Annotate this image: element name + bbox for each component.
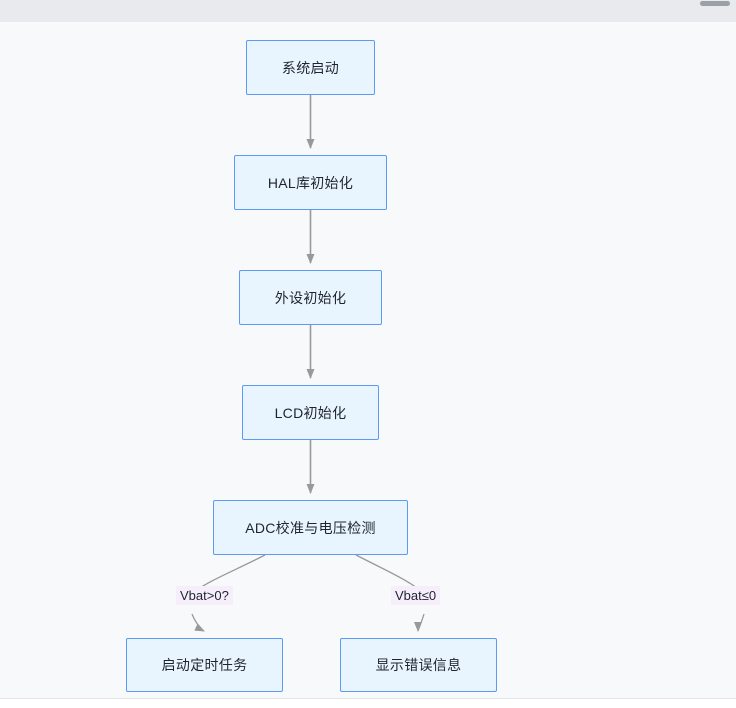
window-top-band (0, 0, 736, 22)
edge-adc-to-error-tail (414, 613, 425, 632)
flowchart-diagram: 系统启动 HAL库初始化 外设初始化 LCD初始化 ADC校准与电压检测 启动定… (0, 22, 736, 698)
edge-label-text: Vbat>0? (180, 588, 229, 603)
node-label: 系统启动 (281, 59, 340, 76)
node-lcd-init[interactable]: LCD初始化 (242, 385, 379, 440)
node-label: ADC校准与电压检测 (245, 519, 376, 536)
node-label: 启动定时任务 (161, 657, 248, 673)
edge-adc-to-timer-tail (191, 613, 205, 632)
edge-label-vbat-nonpositive: Vbat≤0 (391, 586, 441, 605)
edge-label-vbat-positive: Vbat>0? (176, 586, 233, 605)
node-label: 外设初始化 (274, 289, 347, 306)
vertical-scroll-thumb[interactable] (700, 1, 730, 6)
node-hal-init[interactable]: HAL库初始化 (234, 155, 387, 210)
node-label: HAL库初始化 (267, 174, 354, 191)
node-peripheral-init[interactable]: 外设初始化 (239, 270, 382, 325)
flowchart-edges (191, 95, 425, 632)
diagram-canvas[interactable]: 系统启动 HAL库初始化 外设初始化 LCD初始化 ADC校准与电压检测 启动定… (0, 22, 736, 699)
node-start[interactable]: 系统启动 (246, 40, 375, 95)
node-label: 显示错误信息 (375, 657, 462, 673)
node-label: LCD初始化 (274, 404, 347, 421)
node-start-timer-task[interactable]: 启动定时任务 (126, 638, 283, 692)
node-adc-calibration[interactable]: ADC校准与电压检测 (213, 500, 408, 555)
node-show-error[interactable]: 显示错误信息 (340, 638, 497, 692)
edge-label-text: Vbat≤0 (395, 588, 437, 603)
